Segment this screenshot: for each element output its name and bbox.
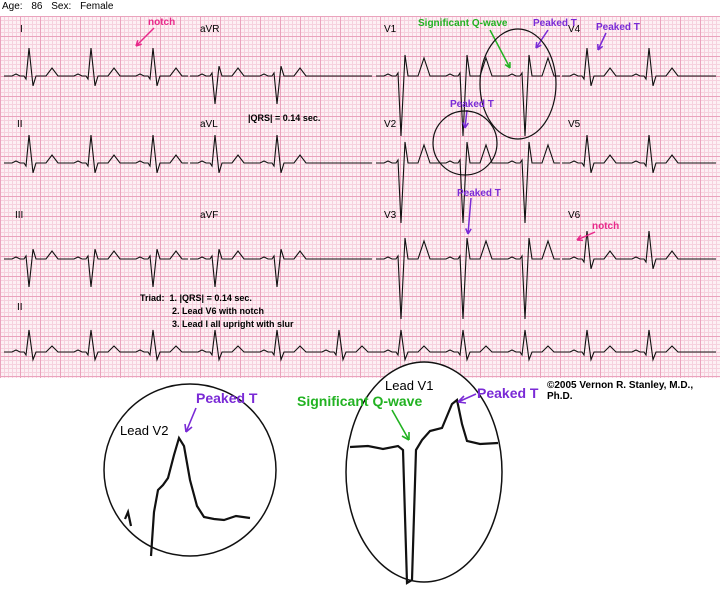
annotation-notch-V6: notch	[592, 221, 620, 232]
arrow-peaked-t-v3	[465, 197, 472, 235]
zoom-trace-v1	[349, 398, 499, 585]
annotation-significant-q: Significant Q-wave	[418, 18, 508, 29]
sex-label: Sex:	[51, 1, 72, 12]
arrow-notch-I	[135, 27, 155, 47]
lead-label-aVR: aVR	[200, 24, 220, 35]
annotation-peaked-t-v4: Peaked T	[596, 22, 640, 33]
zoom-label-v1: Lead V1	[385, 378, 434, 393]
arrow-peaked-t-v4	[597, 32, 607, 51]
zoom-circle-v2	[103, 383, 277, 557]
triad-item-2: 2. Lead V6 with notch	[172, 306, 265, 316]
annotation-peaked-t-v1: Peaked T	[533, 18, 577, 29]
ecg-trace-V4	[562, 47, 716, 86]
triad-title: Triad:	[140, 293, 165, 303]
arrow-notch-V6	[576, 231, 596, 242]
ecg-trace-V1	[376, 54, 560, 137]
lead-label-aVF: aVF	[200, 210, 219, 221]
zoom-arrow-sigq	[391, 409, 410, 441]
zoom-peaked-v2: Peaked T	[196, 390, 258, 406]
lead-label-II: II	[17, 119, 23, 130]
ecg-trace-I	[4, 47, 188, 86]
triad-item-1: 1. |QRS| = 0.14 sec.	[169, 293, 252, 303]
triad-item-3: 3. Lead I all upright with slur	[172, 319, 294, 329]
lead-label-rhythm: II	[17, 302, 23, 313]
zoom-sigq-v1: Significant Q-wave	[297, 393, 423, 409]
arrow-peaked-t-v1	[535, 29, 549, 49]
sex-value: Female	[80, 1, 114, 12]
annotation-qrs: |QRS| = 0.14 sec.	[248, 113, 321, 123]
annotation-peaked-t-v3: Peaked T	[457, 188, 501, 199]
ecg-trace-V2	[376, 141, 560, 224]
zoom-arrow-peaked-v2	[185, 407, 197, 433]
ecg-trace-rhythm-II	[4, 329, 716, 362]
lead-label-aVL: aVL	[200, 119, 218, 130]
lead-label-III: III	[15, 210, 24, 221]
ecg-trace-V5	[562, 134, 716, 173]
lead-label-V4: V4	[568, 24, 581, 35]
lead-label-V2: V2	[384, 119, 397, 130]
lead-label-V6: V6	[568, 210, 581, 221]
lead-label-V3: V3	[384, 210, 397, 221]
age-label: Age:	[2, 1, 23, 12]
zoom-circle-v1	[345, 361, 503, 583]
ecg-trace-II	[4, 134, 188, 173]
ecg-trace-aVR	[190, 66, 372, 105]
circle-v1-v4	[479, 28, 557, 140]
zoom-label-v2: Lead V2	[120, 423, 169, 438]
circle-v2	[432, 110, 498, 176]
lead-label-V5: V5	[568, 119, 581, 130]
ecg-trace-V3	[376, 237, 560, 320]
ecg-trace-III	[4, 249, 188, 288]
annotation-peaked-t-v2: Peaked T	[450, 99, 494, 110]
zoom-trace-v2	[123, 435, 251, 557]
ecg-trace-aVF	[190, 249, 372, 288]
zoom-arrow-peaked-v1	[457, 393, 477, 403]
lead-label-V1: V1	[384, 24, 397, 35]
copyright-text: ©2005 Vernon R. Stanley, M.D., Ph.D.	[547, 380, 694, 402]
annotation-notch-I: notch	[148, 17, 176, 28]
patient-info: Age: 86 Sex: Female	[2, 1, 119, 12]
zoom-peaked-v1: Peaked T	[477, 385, 539, 401]
age-value: 86	[31, 1, 43, 12]
arrow-peaked-t-v2	[462, 109, 469, 129]
triad-box: Triad: 1. |QRS| = 0.14 sec. 2. Lead V6 w…	[140, 292, 294, 331]
ecg-trace-V6	[562, 230, 716, 269]
ecg-trace-aVL	[190, 134, 372, 173]
lead-label-I: I	[20, 24, 23, 35]
arrow-significant-q	[489, 29, 511, 69]
